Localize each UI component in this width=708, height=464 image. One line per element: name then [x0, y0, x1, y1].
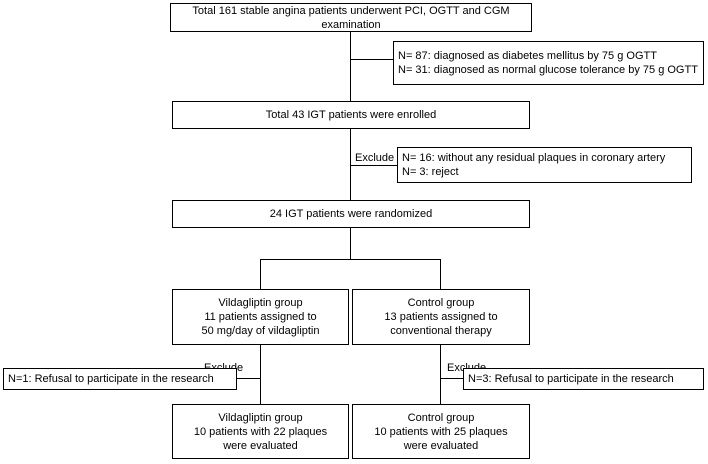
- vildagliptin-assigned-count: 11 patients assigned to: [204, 311, 317, 323]
- enrolled-box: Total 43 IGT patients were enrolled: [172, 101, 530, 129]
- total-patients-text: Total 161 stable angina patients underwe…: [192, 4, 510, 31]
- vildagliptin-evaluated-title: Vildagliptin group: [218, 411, 303, 424]
- total-patients-box: Total 161 stable angina patients underwe…: [170, 3, 532, 32]
- control-evaluated-count: 10 patients with 25 plaques: [374, 425, 508, 438]
- connector-to-excluded-plaques: [350, 165, 398, 166]
- connector-split: [260, 259, 441, 260]
- connector-total-to-enrolled: [350, 31, 351, 101]
- vildagliptin-evaluated-box: Vildagliptin group 10 patients with 22 p…: [172, 404, 349, 459]
- connector-vilda-refusal: [236, 378, 261, 379]
- vildagliptin-group-title: Vildagliptin group: [218, 297, 303, 309]
- excluded-plaques-box: N= 16: without any residual plaques in c…: [397, 147, 692, 183]
- excluded-no-plaques-text: N= 16: without any residual plaques in c…: [402, 152, 666, 164]
- control-evaluated-box: Control group 10 patients with 25 plaque…: [352, 404, 530, 459]
- control-assigned-count: 13 patients assigned to: [384, 311, 498, 323]
- connector-control-refusal: [440, 378, 464, 379]
- control-refusal-box: N=3: Refusal to participate in the resea…: [463, 368, 704, 390]
- randomized-box: 24 IGT patients were randomized: [172, 200, 530, 228]
- excluded-normal-glucose-text: N= 31: diagnosed as normal glucose toler…: [398, 64, 698, 76]
- exclude-label-1: Exclude: [355, 151, 395, 165]
- control-assigned-box: Control group 13 patients assigned to co…: [352, 289, 530, 345]
- enrolled-text: Total 43 IGT patients were enrolled: [265, 109, 437, 121]
- connector-to-vilda: [260, 259, 261, 289]
- vildagliptin-evaluated-note: were evaluated: [223, 439, 298, 452]
- vildagliptin-dose: 50 mg/day of vildagliptin: [201, 325, 320, 337]
- vildagliptin-refusal-box: N=1: Refusal to participate in the resea…: [3, 368, 237, 390]
- connector-vilda-down: [260, 345, 261, 404]
- connector-randomized-down: [350, 227, 351, 260]
- excluded-ogtt-box: N= 87: diagnosed as diabetes mellitus by…: [393, 41, 704, 85]
- vildagliptin-assigned-box: Vildagliptin group 11 patients assigned …: [172, 289, 349, 345]
- connector-control-down: [440, 345, 441, 404]
- excluded-reject-text: N= 3: reject: [402, 166, 459, 178]
- vildagliptin-refusal-text: N=1: Refusal to participate in the resea…: [8, 373, 214, 385]
- vildagliptin-evaluated-count: 10 patients with 22 plaques: [193, 425, 328, 438]
- control-evaluated-title: Control group: [407, 411, 475, 424]
- control-evaluated-note: were evaluated: [403, 439, 479, 452]
- randomized-text: 24 IGT patients were randomized: [269, 208, 433, 220]
- connector-to-control: [440, 259, 441, 289]
- excluded-diabetes-text: N= 87: diagnosed as diabetes mellitus by…: [398, 50, 657, 62]
- control-group-title: Control group: [407, 297, 475, 309]
- control-therapy: conventional therapy: [390, 325, 492, 337]
- connector-to-excluded-ogtt: [350, 59, 394, 60]
- control-refusal-text: N=3: Refusal to participate in the resea…: [468, 373, 674, 385]
